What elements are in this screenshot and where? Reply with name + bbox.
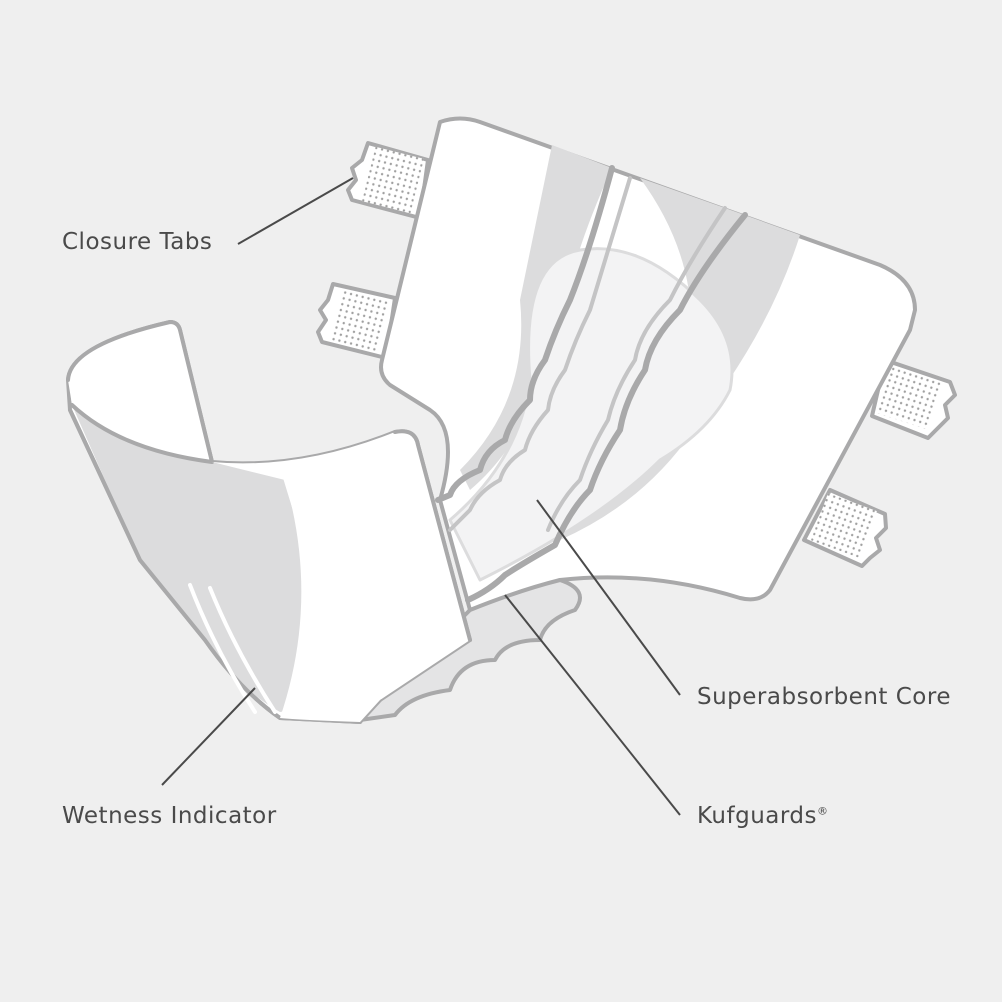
closure-tab-lower-right <box>802 488 888 568</box>
kufguard-right-inner <box>546 206 727 532</box>
superabsorbent-core-label: Superabsorbent Core <box>697 684 951 710</box>
closure-tabs-label: Closure Tabs <box>62 229 213 255</box>
wetness-indicator-label: Wetness Indicator <box>62 803 277 829</box>
kufguard-left <box>435 165 615 503</box>
front-flap <box>212 431 470 722</box>
kufguard-left-inner <box>448 176 632 532</box>
registered-mark: ® <box>817 804 829 818</box>
kufguards-label: Kufguards® <box>697 803 829 829</box>
leader-kufguards <box>504 594 681 816</box>
leader-closure-tabs <box>237 177 354 245</box>
shaded-band-right <box>540 178 800 540</box>
closure-tab-upper-left <box>346 141 430 220</box>
leader-wetness-indicator <box>161 687 256 786</box>
leader-superabsorbent-core <box>536 499 681 696</box>
closure-tab-upper-right <box>870 358 957 440</box>
kufguards-text: Kufguards <box>697 803 818 829</box>
kufguard-right <box>465 212 748 603</box>
closure-tab-lower-left <box>316 282 397 360</box>
front-panel-inner-shade <box>72 405 355 712</box>
